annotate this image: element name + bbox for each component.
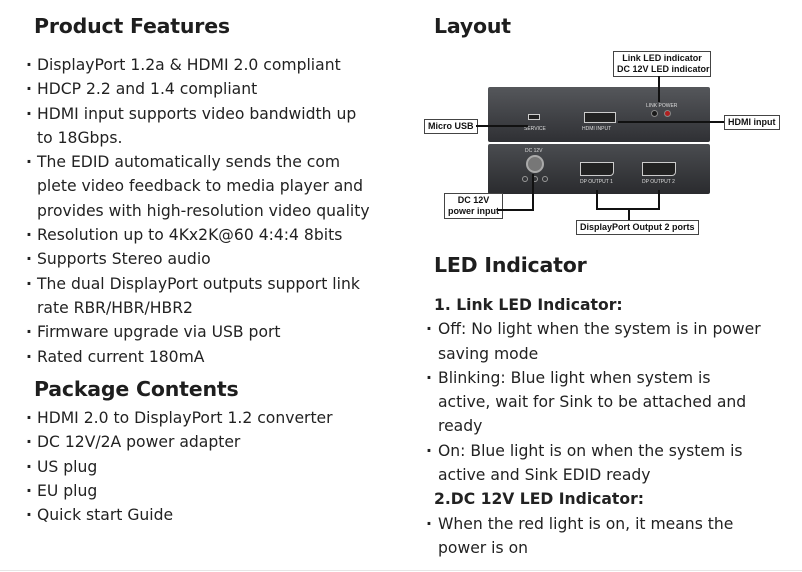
list-item: On: Blue light is on when the system is … (426, 439, 766, 488)
dc-power-callout-text: DC 12V (457, 195, 490, 205)
list-item: HDMI input supports video bandwidth up t… (26, 102, 371, 151)
list-item: HDCP 2.2 and 1.4 compliant (26, 77, 371, 102)
dc-led-list: When the red light is on, it means the p… (426, 512, 766, 561)
dc-power-callout: DC 12V power input (444, 193, 503, 219)
dc-led-callout-text: DC 12V LED indicator (617, 64, 710, 74)
arrow-line (498, 209, 533, 211)
dc12v-label: DC 12V (525, 148, 543, 154)
package-contents-list: HDMI 2.0 to DisplayPort 1.2 converter DC… (26, 406, 371, 528)
dp-output-callout: DisplayPort Output 2 ports (576, 220, 699, 235)
arrow-line (628, 208, 630, 220)
micro-usb-callout: Micro USB (424, 119, 478, 134)
package-contents-title: Package Contents (34, 377, 239, 401)
dc-led-heading: 2.DC 12V LED Indicator: (434, 490, 645, 509)
screw-icons (522, 176, 548, 182)
list-item: EU plug (26, 479, 371, 504)
list-item: Blinking: Blue light when system is acti… (426, 366, 766, 439)
power-led-icon (664, 110, 671, 117)
dp-output-1-port (580, 162, 614, 176)
list-item: HDMI 2.0 to DisplayPort 1.2 converter (26, 406, 371, 431)
list-item: Supports Stereo audio (26, 247, 371, 272)
list-item: The EDID automatically sends the com ple… (26, 150, 371, 223)
arrow-line (658, 190, 660, 210)
hdmi-input-label: HDMI INPUT (582, 126, 612, 132)
link-power-label: LINK POWER (646, 103, 678, 109)
hdmi-input-callout: HDMI input (724, 115, 780, 130)
screw-icon (542, 176, 548, 182)
list-item: Off: No light when the system is in powe… (426, 317, 766, 366)
micro-usb-port (528, 114, 540, 120)
list-item: Rated current 180mA (26, 345, 371, 370)
list-item: Resolution up to 4Kx2K@60 4:4:4 8bits (26, 223, 371, 248)
dc-power-callout-text2: power input (448, 206, 499, 216)
link-led-icon (651, 110, 658, 117)
dc-jack-icon (526, 155, 544, 173)
arrow-line (476, 125, 528, 127)
dp-output-2-label: DP OUTPUT 2 (642, 179, 675, 185)
led-indicator-title: LED Indicator (434, 253, 587, 277)
dp-output-1-label: DP OUTPUT 1 (580, 179, 613, 185)
product-features-title: Product Features (34, 14, 230, 38)
list-item: DC 12V/2A power adapter (26, 430, 371, 455)
divider (0, 570, 802, 571)
led-callout: Link LED indicator DC 12V LED indicator (613, 51, 711, 77)
arrow-line (596, 190, 598, 210)
link-led-callout-text: Link LED indicator (622, 53, 702, 63)
link-led-heading: 1. Link LED Indicator: (434, 296, 623, 314)
list-item: Quick start Guide (26, 503, 371, 528)
product-features-list: DisplayPort 1.2a & HDMI 2.0 compliant HD… (26, 53, 371, 369)
layout-title: Layout (434, 14, 511, 38)
arrow-line (618, 121, 724, 123)
service-label: SERVICE (524, 126, 546, 132)
dp-output-2-port (642, 162, 676, 176)
list-item: The dual DisplayPort outputs support lin… (26, 272, 371, 321)
layout-diagram: SERVICE HDMI INPUT LINK POWER DC 12V DP … (418, 50, 788, 240)
arrow-line (532, 174, 534, 211)
list-item: When the red light is on, it means the p… (426, 512, 766, 561)
arrow-line (596, 208, 660, 210)
hdmi-input-port (584, 112, 616, 123)
list-item: DisplayPort 1.2a & HDMI 2.0 compliant (26, 53, 371, 78)
link-led-list: Off: No light when the system is in powe… (426, 317, 766, 487)
led-content: 1. Link LED Indicator: Off: No light whe… (426, 293, 766, 560)
list-item: US plug (26, 455, 371, 480)
screw-icon (522, 176, 528, 182)
arrow-line (658, 76, 660, 102)
list-item: Firmware upgrade via USB port (26, 320, 371, 345)
